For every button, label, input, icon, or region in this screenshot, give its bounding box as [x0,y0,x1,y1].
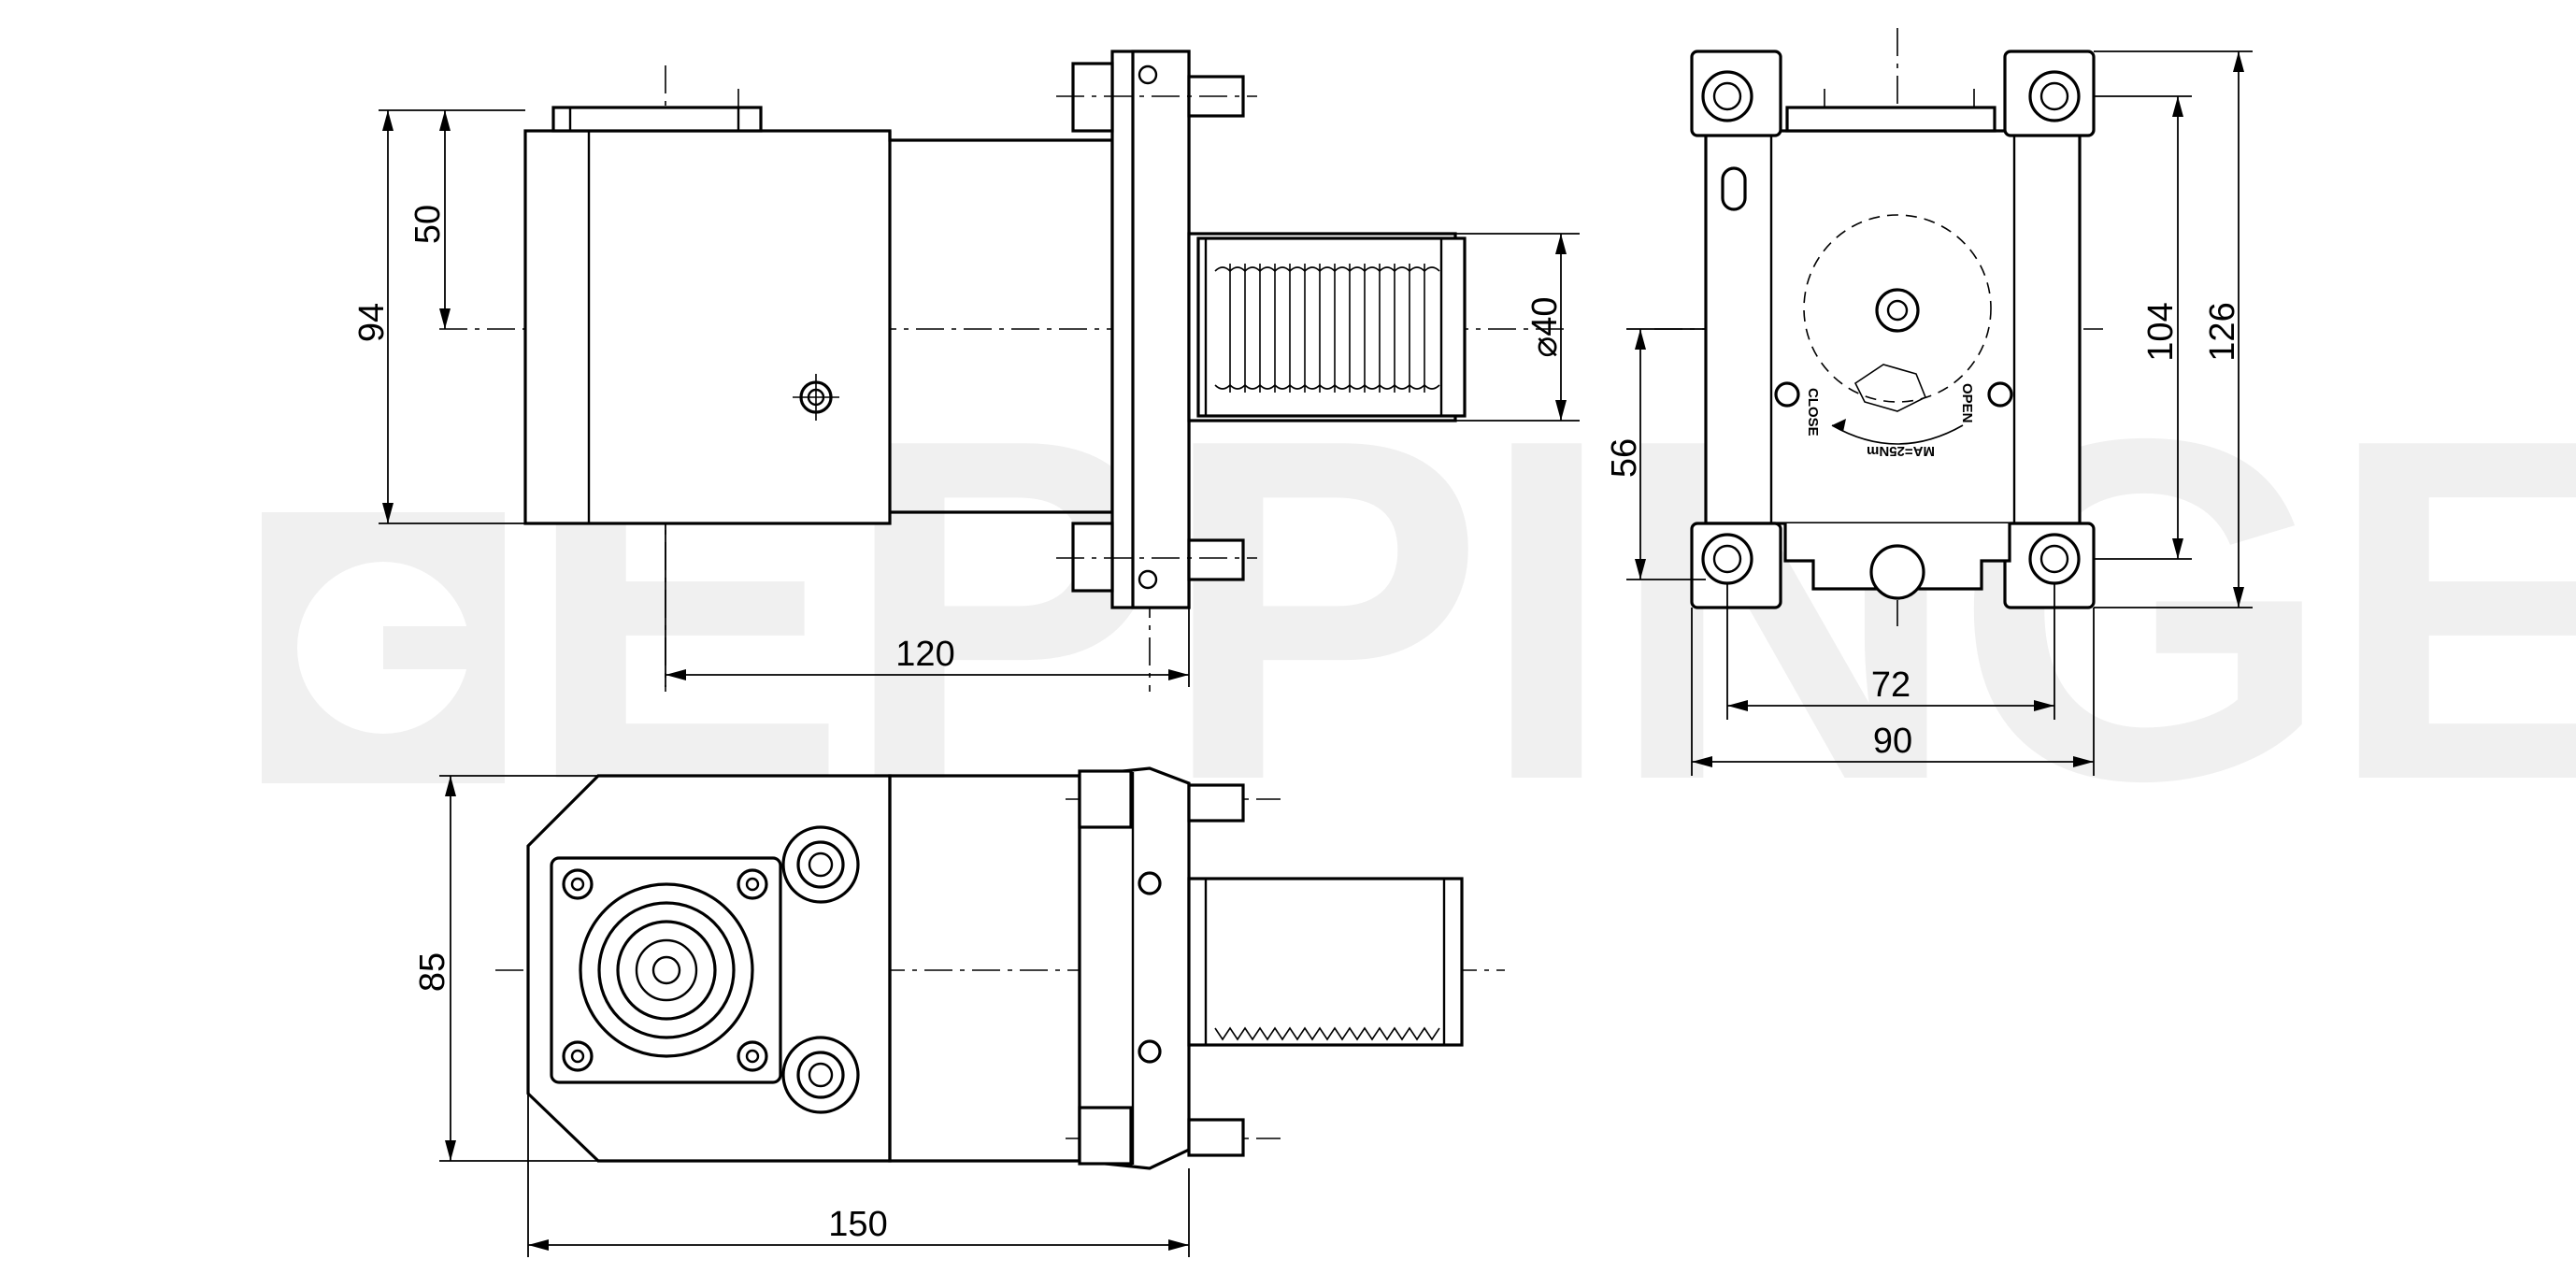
side-view: 94 50 120 ⌀40 [352,50,1580,692]
shank-top-view [1187,877,1464,1047]
dim-height-total: 94 [352,303,392,342]
dim-inner-width: 72 [1871,665,1911,705]
dim-length-top: 150 [828,1205,887,1244]
wrench-icon [1853,364,1927,412]
dim-center-height: 56 [1605,438,1644,478]
end-view: CLOSE OPEN MA=25Nm 56 104 126 72 [1605,28,2253,776]
label-close: CLOSE [1805,388,1821,436]
label-open: OPEN [1959,383,1975,423]
bolt-bl [1701,533,1753,585]
dim-outer-width: 90 [1873,722,1912,761]
dim-width-top: 85 [413,952,452,992]
dim-shank-diameter: ⌀40 [1525,296,1565,357]
dim-height-center: 50 [408,205,448,244]
spindle-icon [1875,288,1920,333]
bolt-br [2028,533,2081,585]
coolant-port [1869,544,1925,600]
dim-outer-height: 126 [2203,302,2242,361]
dim-inner-height: 104 [2141,302,2181,361]
dim-length: 120 [895,635,954,674]
bolt-tl [1701,70,1753,122]
bolt-tr [2028,70,2081,122]
label-torque: MA=25Nm [1867,443,1935,459]
coolant-plug-bottom [781,1036,860,1114]
coolant-plug-top [781,825,860,904]
top-view: 85 150 [413,766,1505,1257]
